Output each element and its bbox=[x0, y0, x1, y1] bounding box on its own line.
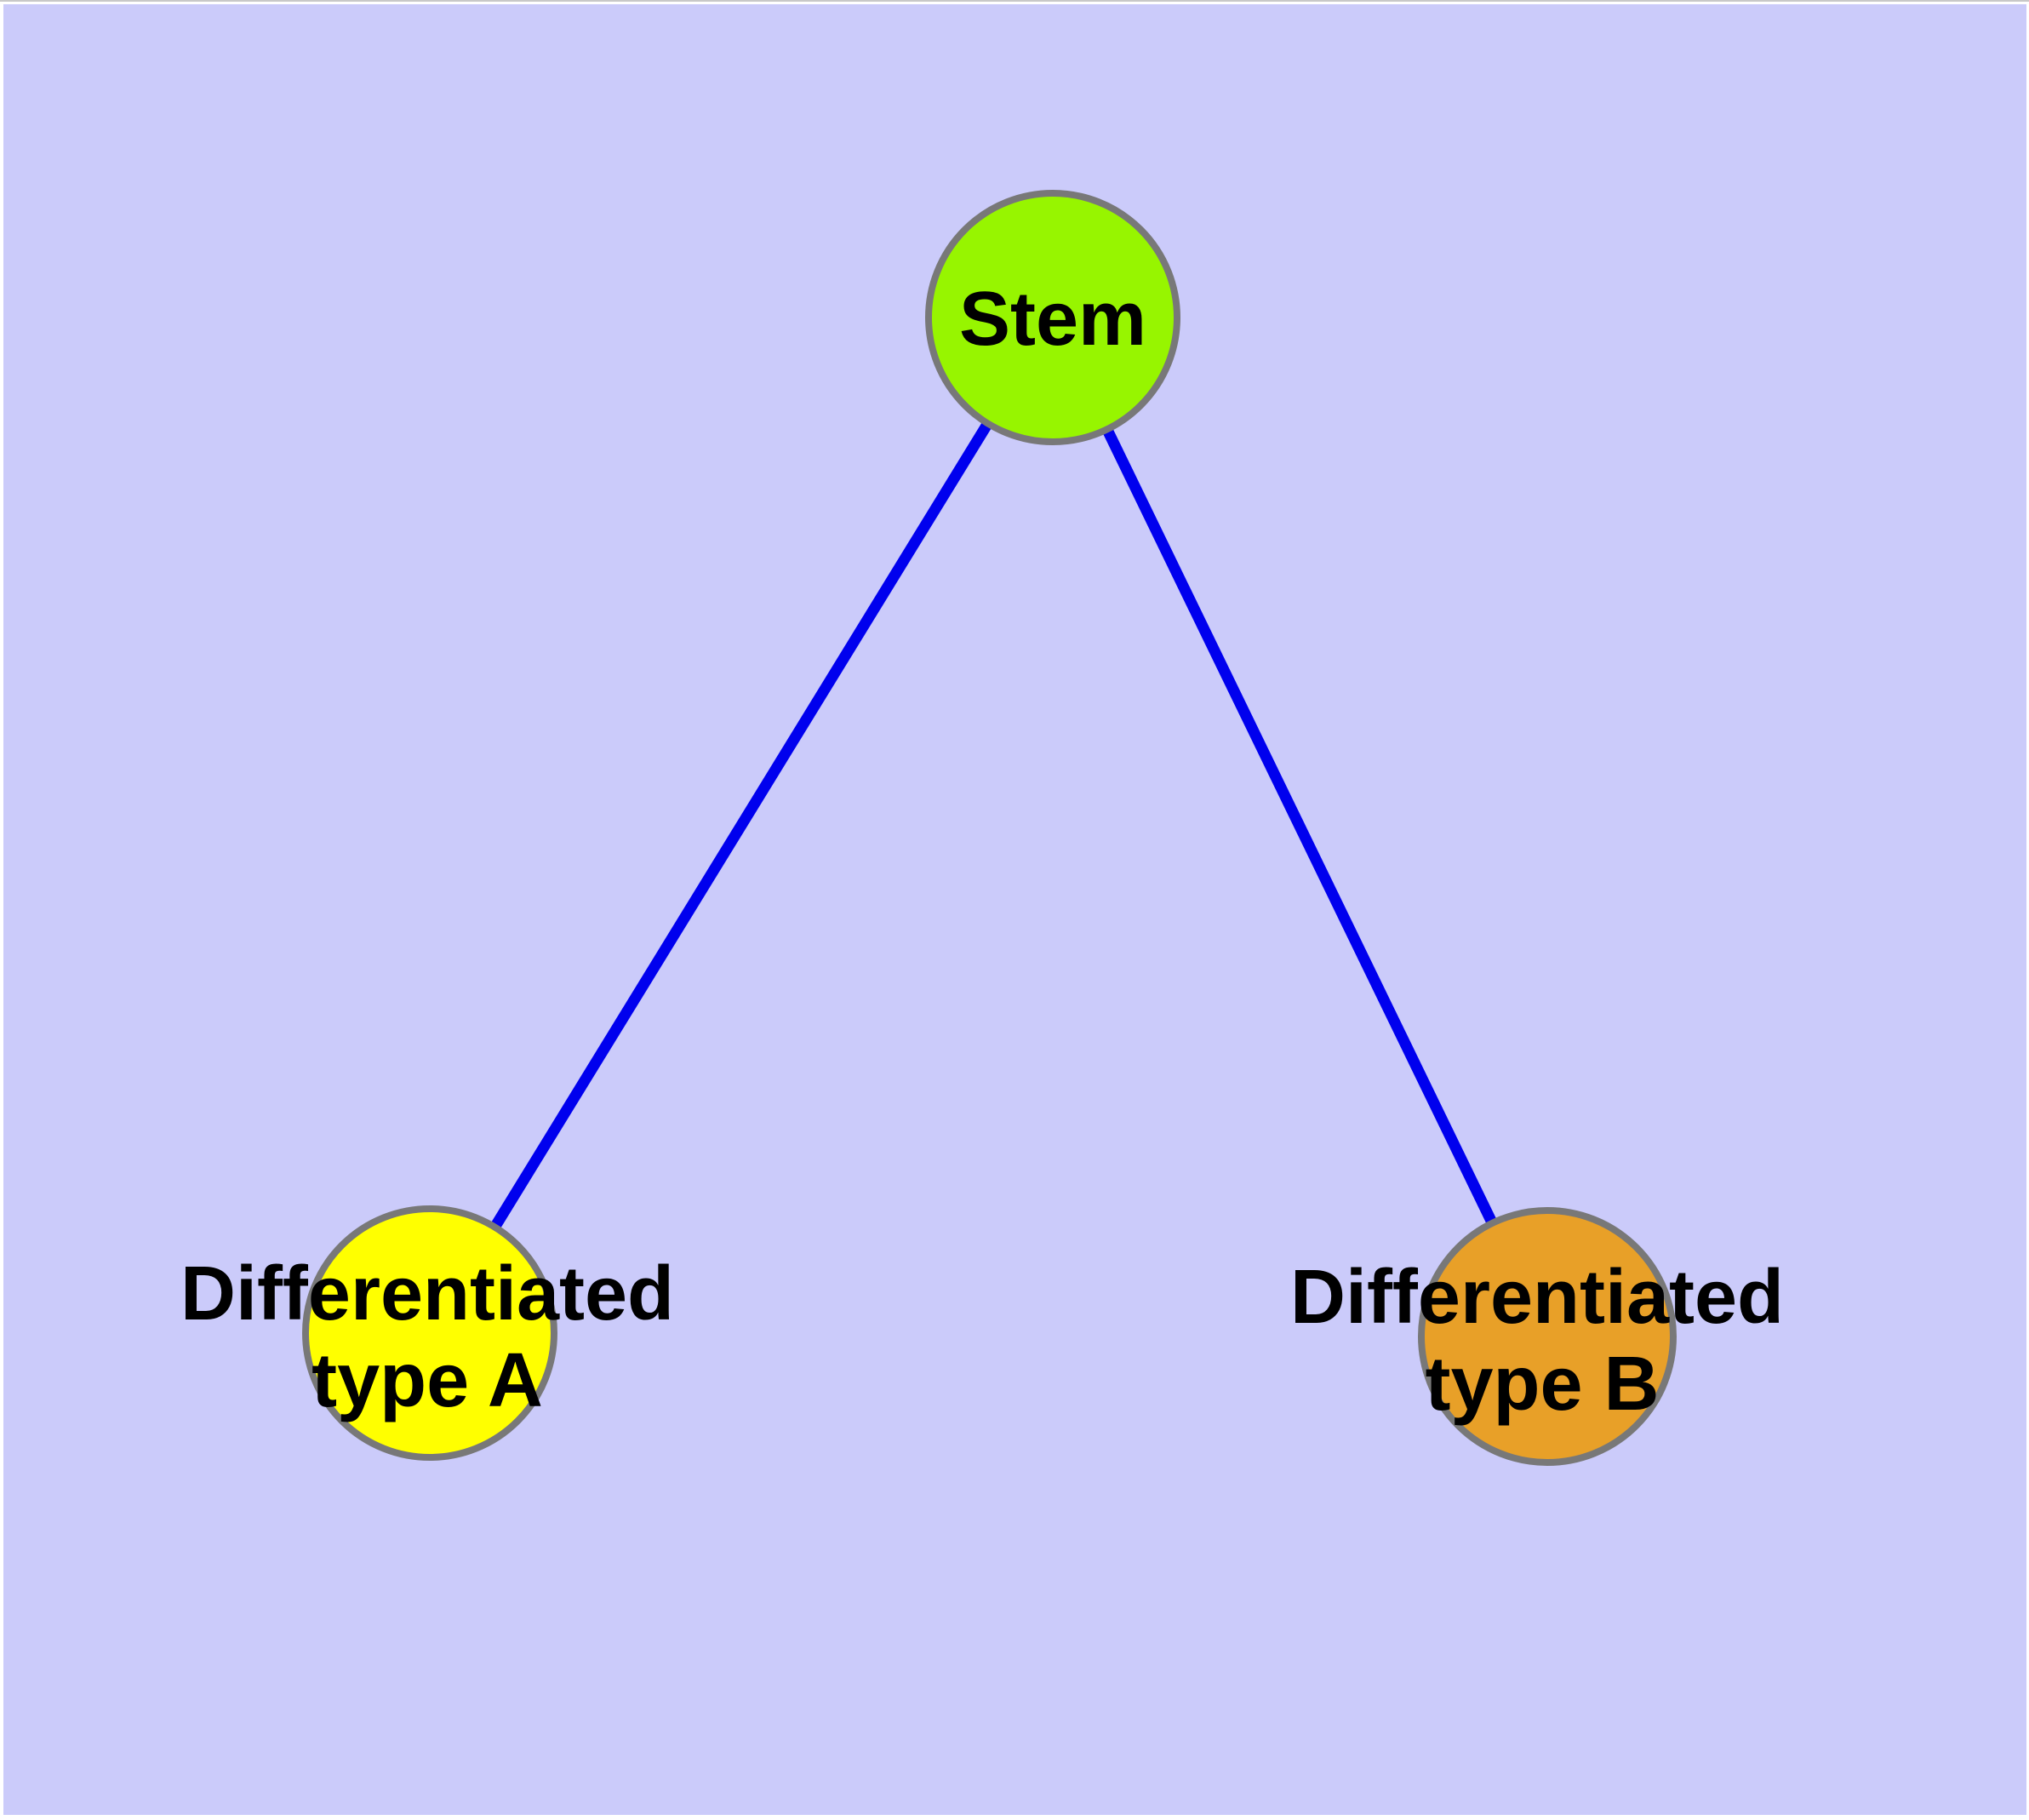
node-differentiated-type-b-label-line2: type B bbox=[1425, 1342, 1659, 1427]
node-stem-label: Stem bbox=[959, 277, 1146, 362]
node-differentiated-type-a-label-line1: Differentiated bbox=[180, 1251, 674, 1336]
node-stem bbox=[925, 190, 1180, 445]
node-differentiated-type-b-label-line1: Differentiated bbox=[1290, 1255, 1784, 1340]
edge-stem-to-type-a bbox=[425, 314, 1058, 1336]
node-differentiated-type-a bbox=[302, 1205, 557, 1461]
edge-stem-to-type-b bbox=[1048, 315, 1552, 1339]
node-differentiated-type-a-label-line2: type A bbox=[311, 1338, 543, 1423]
node-differentiated-type-b bbox=[1418, 1207, 1677, 1466]
